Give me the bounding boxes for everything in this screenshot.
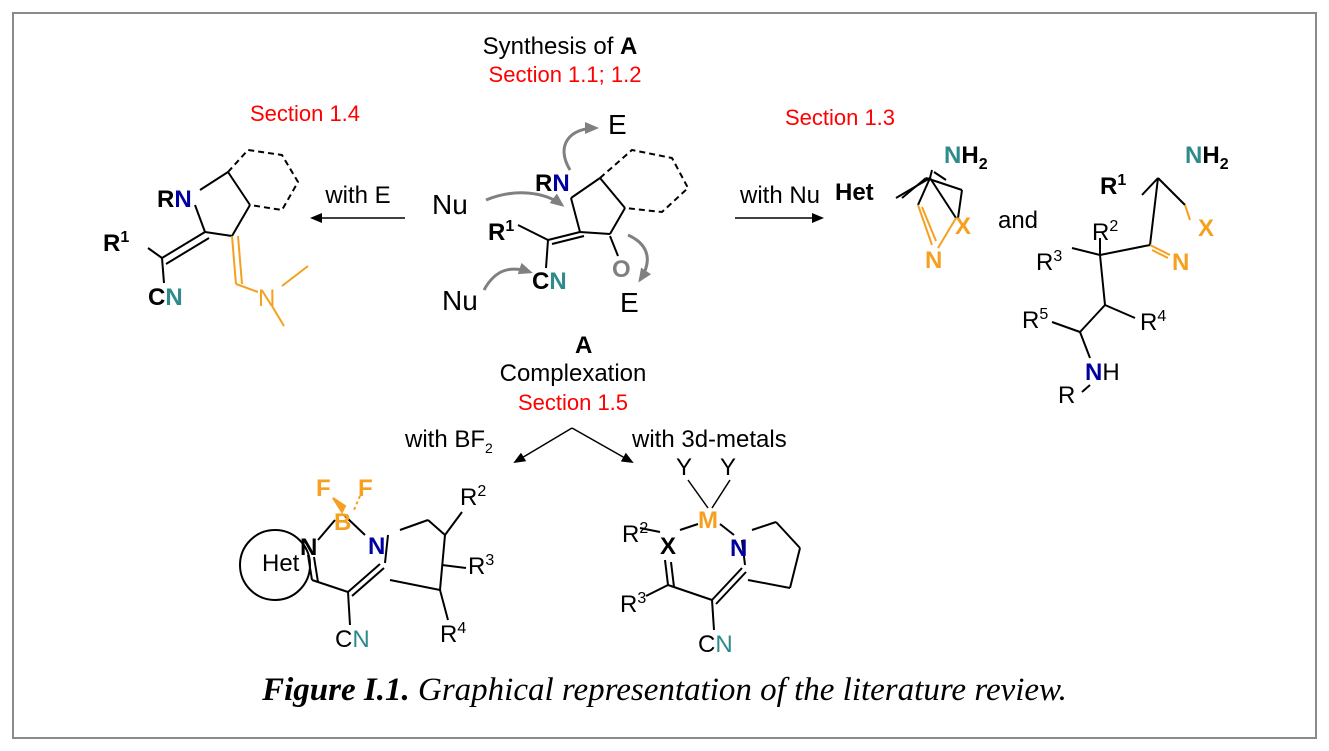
- product-amino-azole: [895, 169, 957, 249]
- product-amino-azole-2: [1051, 177, 1191, 393]
- section-1-3-label: Section 1.3: [785, 105, 895, 130]
- atom-nh-right2: NH: [1085, 359, 1120, 386]
- atom-m: M: [698, 507, 718, 534]
- atom-r4-bf2: R4: [440, 620, 466, 648]
- metal-ligand-bonds: [687, 479, 731, 509]
- figure-caption-text: Graphical representation of the literatu…: [409, 672, 1067, 708]
- atom-x-right: X: [955, 213, 971, 240]
- ring-heterocycle-1: [901, 177, 963, 219]
- atom-x-right2: X: [1198, 215, 1214, 242]
- bf2-fluorine-bonds: [332, 495, 361, 515]
- reagent-e-bottom: E: [620, 287, 639, 318]
- compound-a: [517, 148, 690, 269]
- label-with-bf2: with BF2: [404, 426, 493, 456]
- label-and: and: [998, 207, 1038, 234]
- figure-label: Figure I.1.: [262, 672, 410, 708]
- atom-x-metal: X: [660, 533, 676, 560]
- atom-f-right: F: [358, 475, 373, 502]
- atom-y-right: Y: [720, 454, 736, 481]
- label-with-3d-metals: with 3d-metals: [631, 426, 787, 453]
- atom-r1-central: R1: [488, 218, 514, 246]
- reagent-e-top: E: [608, 109, 627, 140]
- atom-r3-metal: R3: [620, 590, 646, 618]
- atom-r3-right2: R3: [1036, 248, 1062, 276]
- atom-het-right: Het: [835, 179, 874, 206]
- atom-r-amine-right2: R: [1058, 382, 1075, 409]
- atom-n-bf2-right: N: [368, 533, 385, 560]
- atom-cn-bf2: CN: [335, 626, 370, 653]
- atom-n-metal: N: [730, 535, 747, 562]
- section-1-4-label: Section 1.4: [250, 101, 360, 126]
- atom-r-left: RN: [157, 186, 192, 213]
- atom-cn-left: CN: [148, 284, 183, 311]
- atom-y-left: Y: [676, 454, 692, 481]
- product-bf2-complex: [239, 511, 467, 626]
- atom-n-bf2-left: N: [300, 534, 317, 561]
- reagent-nu-top: Nu: [432, 189, 468, 220]
- atom-r2-metal: R2: [622, 520, 648, 548]
- label-with-nu: with Nu: [739, 182, 820, 209]
- atom-cn-central: CN: [532, 268, 567, 295]
- figure-caption: Figure I.1. Graphical representation of …: [0, 672, 1329, 709]
- label-with-e: with E: [324, 182, 390, 209]
- atom-r3-bf2: R3: [468, 552, 494, 580]
- synthesis-title: Synthesis of A: [483, 33, 638, 60]
- reagent-nu-bottom: Nu: [442, 285, 478, 316]
- atom-f-left: F: [316, 475, 331, 502]
- atom-r2-right2: R2: [1092, 218, 1118, 246]
- atom-r2-bf2: R2: [460, 483, 486, 511]
- electron-arrows: [482, 122, 652, 291]
- atom-b: B: [334, 509, 351, 536]
- atom-het-bf2: Het: [262, 550, 300, 577]
- label-complexation: Complexation: [500, 360, 647, 387]
- atom-n-dimethylamino: N: [258, 285, 275, 312]
- atom-n-azole-right: N: [925, 247, 942, 274]
- arrow-with-3d: [571, 427, 634, 463]
- atom-r-central: RN: [535, 170, 570, 197]
- atom-r4-right2: R4: [1140, 308, 1166, 336]
- atom-r1-left: R1: [103, 229, 129, 257]
- figure-frame: [12, 12, 1317, 739]
- atom-nh2-right2: NH2: [1185, 142, 1229, 173]
- atom-o-central: O: [612, 256, 631, 283]
- section-synthesis-label: Section 1.1; 1.2: [489, 62, 642, 87]
- atom-n-azole-right2: N: [1172, 249, 1189, 276]
- atom-r5-right2: R5: [1022, 306, 1048, 334]
- atom-r1-right2: R1: [1100, 172, 1126, 200]
- atom-cn-metal: CN: [698, 631, 733, 658]
- compound-label-a: A: [575, 332, 592, 359]
- atom-nh2-right: NH2: [944, 142, 988, 173]
- product-metal-complex: [639, 521, 801, 631]
- arrow-with-bf2: [513, 427, 573, 464]
- section-1-5-label: Section 1.5: [518, 390, 628, 415]
- product-enamine: [147, 148, 309, 327]
